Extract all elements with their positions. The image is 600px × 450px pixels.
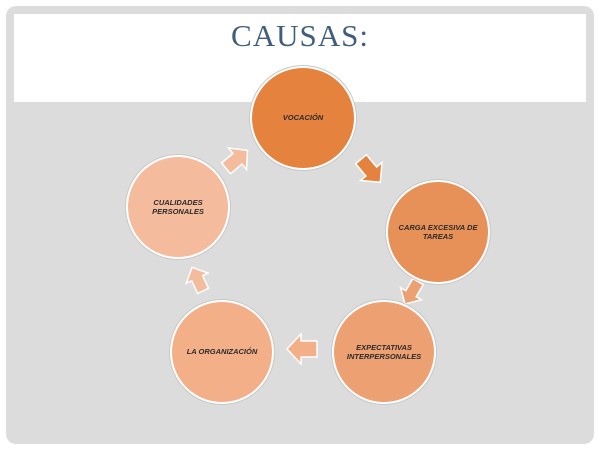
arrow-organizacion-to-cualidades xyxy=(184,266,210,295)
arrow-cualidades-to-vocacion xyxy=(220,147,249,175)
arrow-vocacion-to-carga xyxy=(354,153,383,184)
node-expectativas-label: EXPECTATIVAS INTERPERSONALES xyxy=(346,342,422,361)
node-organizacion: LA ORGANIZACIÓN xyxy=(170,300,274,404)
node-carga-excesiva: CARGA EXCESIVA DE TAREAS xyxy=(386,180,490,284)
arrow-carga-to-expectativas xyxy=(399,277,425,306)
node-cualidades-label: CUALIDADES PERSONALES xyxy=(152,197,204,216)
node-carga-excesiva-label: CARGA EXCESIVA DE TAREAS xyxy=(398,222,478,241)
node-organizacion-label: LA ORGANIZACIÓN xyxy=(186,347,258,357)
node-vocacion: VOCACIÓN xyxy=(250,66,356,170)
slide-title: CAUSAS: xyxy=(231,18,369,53)
node-expectativas: EXPECTATIVAS INTERPERSONALES xyxy=(332,300,436,404)
node-cualidades: CUALIDADES PERSONALES xyxy=(126,155,230,259)
node-vocacion-label: VOCACIÓN xyxy=(282,113,324,123)
arrow-expectativas-to-organizacion xyxy=(285,332,318,366)
